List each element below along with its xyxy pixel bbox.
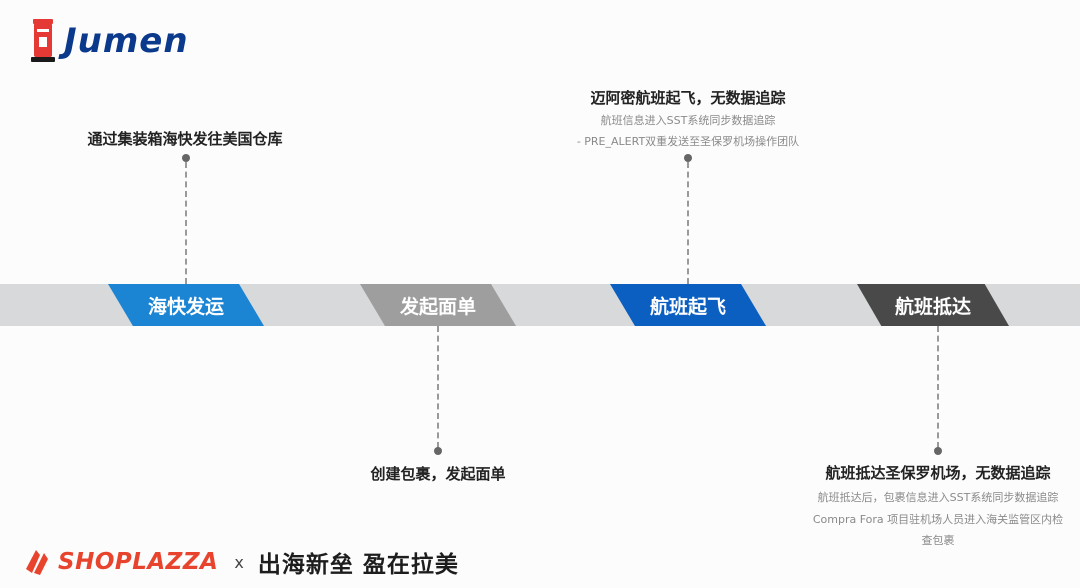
connector-dot <box>182 154 190 162</box>
step-create-label: 发起面单 <box>360 284 516 326</box>
step-label: 航班抵达 <box>894 295 971 318</box>
step-label: 航班起飞 <box>649 295 726 318</box>
connector-line <box>937 326 939 448</box>
logo-text: Jumen <box>64 21 189 61</box>
note-detail: - PRE_ALERT双重发送至圣保罗机场操作团队 <box>576 135 800 148</box>
connector-dot <box>684 154 692 162</box>
step-label: 海快发运 <box>147 295 224 318</box>
step-sea-express: 海快发运 <box>108 284 264 326</box>
footer-slogan: 出海新垒 盈在拉美 <box>257 552 459 578</box>
shoplazza-logo-text: SHOPLAZZA <box>58 549 219 575</box>
step-label: 发起面单 <box>399 295 476 318</box>
connector-dot <box>434 447 442 455</box>
connector-line <box>687 162 689 284</box>
note-detail: 查包裹 <box>921 534 955 547</box>
note-title: 创建包裹，发起面单 <box>370 465 506 483</box>
note-detail: 航班抵达后，包裹信息进入SST系统同步数据追踪 <box>817 491 1059 504</box>
step-flight-arrival: 航班抵达 <box>857 284 1009 326</box>
note-detail: Compra Fora 项目驻机场人员进入海关监管区内检 <box>812 513 1064 526</box>
note-title: 航班抵达圣保罗机场，无数据追踪 <box>825 464 1051 482</box>
jumen-logo: Jumen <box>30 18 189 64</box>
note-detail: 航班信息进入SST系统同步数据追踪 <box>600 114 776 127</box>
times-sign: x <box>234 552 244 572</box>
note-title: 通过集装箱海快发往美国仓库 <box>87 130 283 148</box>
connector-line <box>185 162 187 284</box>
mailbox-icon <box>31 19 55 62</box>
shoplazza-logo-icon <box>26 550 48 575</box>
connector-line <box>437 326 439 448</box>
footer-banner: SHOPLAZZA x 出海新垒 盈在拉美 <box>22 544 459 580</box>
note-title: 迈阿密航班起飞，无数据追踪 <box>590 89 786 107</box>
connector-dot <box>934 447 942 455</box>
step-flight-departure: 航班起飞 <box>610 284 766 326</box>
